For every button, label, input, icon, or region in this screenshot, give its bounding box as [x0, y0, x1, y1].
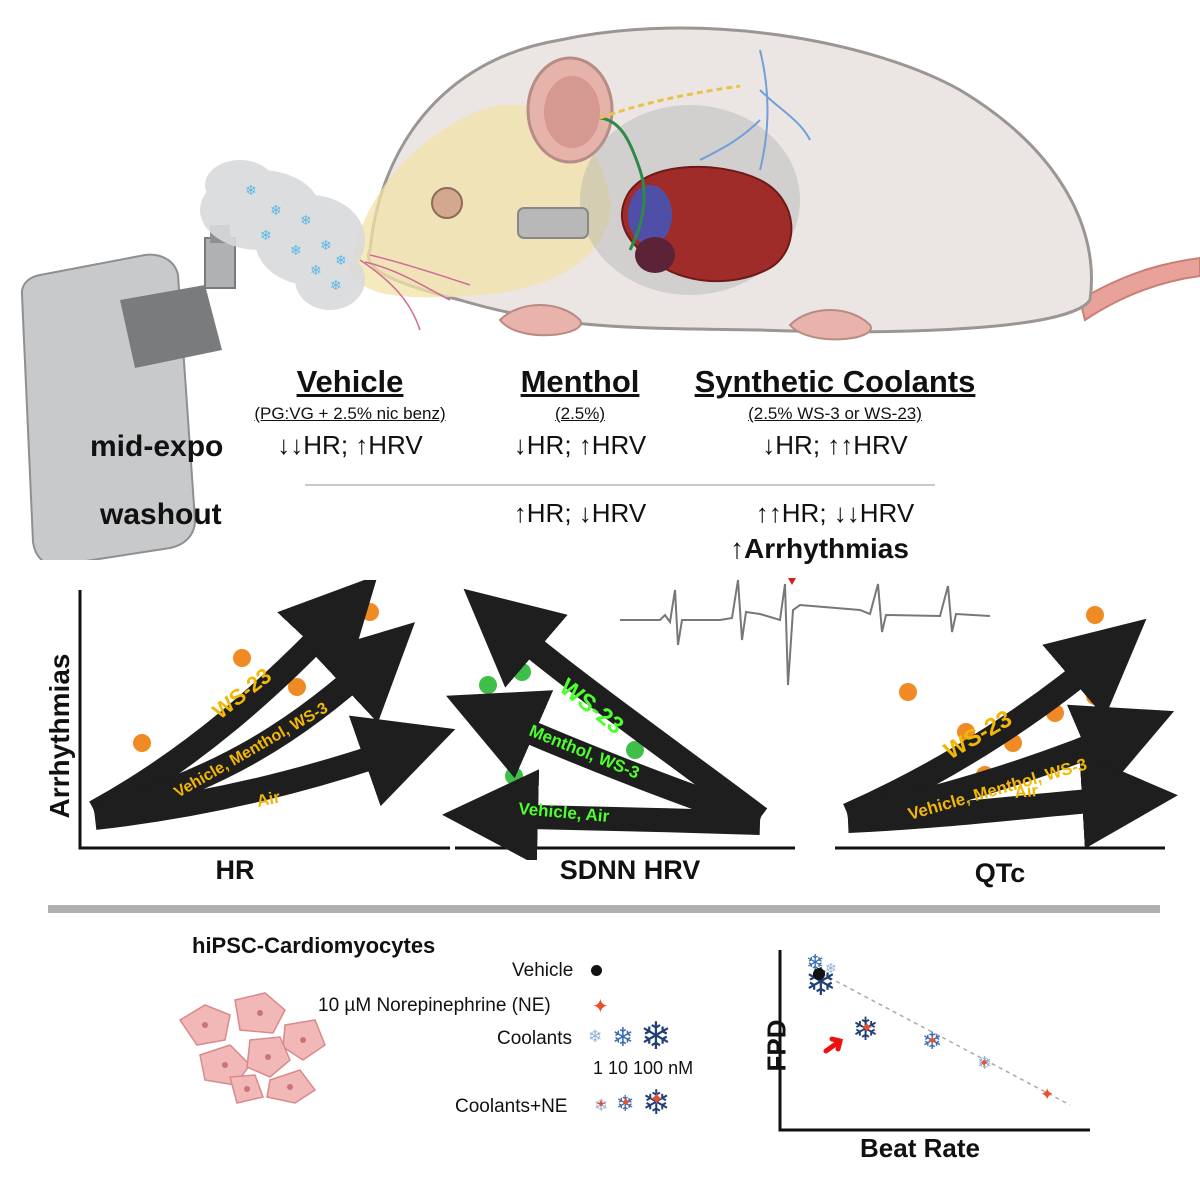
mouse-eye [431, 187, 463, 219]
vehicle-mid-expo: ↓↓HR; ↑HRV [277, 430, 423, 460]
data-point [957, 723, 975, 741]
snowflake-small-icon: ❄ [588, 1027, 603, 1046]
ne-point-icon: ✦ [1040, 1085, 1054, 1105]
hr-plot [89, 580, 456, 830]
svg-text:❄: ❄ [245, 183, 257, 199]
menthol-title: Menthol [520, 364, 640, 399]
data-point [899, 683, 917, 701]
coolant-ne-large-icon: ❄✦ [642, 1084, 671, 1122]
menthol-subtitle: (2.5%) [554, 404, 606, 423]
qtc-plot [843, 606, 1178, 849]
mouse-tail [1078, 256, 1200, 322]
vehicle-subtitle: (PG:VG + 2.5% nic benz) [254, 404, 446, 423]
data-point [288, 678, 306, 696]
arrow-ws23 [843, 618, 1147, 826]
data-point [626, 741, 644, 759]
snowflake-small-icon: ❄ [825, 961, 837, 977]
svg-text:❄: ❄ [290, 243, 302, 259]
svg-text:❄: ❄ [260, 228, 272, 244]
data-point [361, 603, 379, 621]
row-label-washout: washout [100, 498, 222, 531]
hrv-plot [442, 588, 768, 860]
coolant-ne-large-icon: ❄ [852, 1010, 879, 1048]
legend-doses-label: 1 10 100 nM [593, 1058, 694, 1078]
arrow-menthol-ws3 [446, 690, 764, 832]
trend-line [814, 969, 1071, 1106]
vehicle-point [813, 968, 825, 980]
coolant-ne-small-icon: ❄✦ [594, 1096, 609, 1115]
synthetic-coolants-washout: ↑↑HR; ↓↓HRV [755, 498, 915, 528]
qtc-x-label: QTc [974, 858, 1026, 888]
synthetic-coolants-title: Synthetic Coolants [694, 364, 976, 399]
legend-ne-label: 10 µM Norepinephrine (NE) [318, 995, 551, 1016]
cardiomyocytes-illustration [178, 992, 326, 1104]
vape-device [20, 225, 236, 560]
ecg-trace [620, 578, 990, 686]
menthol-mid-expo: ↓HR; ↑HRV [513, 430, 647, 460]
svg-text:❄: ❄ [300, 213, 312, 229]
ecg-marker-icon [788, 578, 796, 585]
data-point [505, 767, 523, 785]
coolant-ne-medium-icon: ❄✦ [616, 1091, 635, 1116]
data-point [1086, 687, 1104, 705]
mouse-vape-illustration: ❄❄❄ ❄❄❄ ❄❄❄ [20, 26, 1200, 560]
svg-text:❄: ❄ [270, 203, 282, 219]
svg-text:✦: ✦ [860, 1018, 873, 1037]
row-label-mid-expo: mid-expo [90, 430, 224, 463]
beat-rate-x-label: Beat Rate [860, 1133, 980, 1163]
vehicle-dot-icon [591, 965, 602, 976]
legend-coolants-label: Coolants [497, 1028, 572, 1049]
hipsc-title: hiPSC-Cardiomyocytes [192, 933, 436, 958]
snowflake-large-icon: ❄ [805, 960, 837, 1004]
hr-label-air: Air [255, 787, 282, 811]
hr-plot-axes [78, 590, 450, 850]
arrow-vehicle-air [442, 769, 761, 860]
table-divider [305, 484, 935, 486]
arrow-ws23 [463, 588, 768, 828]
synthetic-coolants-subtitle: (2.5% WS-3 or WS-23) [748, 404, 922, 423]
snowflake-medium-icon: ❄ [612, 1022, 634, 1052]
data-point [513, 663, 531, 681]
svg-text:❄: ❄ [320, 238, 332, 254]
svg-text:❄: ❄ [310, 263, 322, 279]
svg-text:✦: ✦ [979, 1056, 989, 1070]
menthol-washout: ↑HR; ↓HRV [513, 498, 647, 528]
arrow-air [93, 715, 456, 830]
svg-text:✦: ✦ [927, 1034, 938, 1049]
legend-coolants-ne-label: Coolants+NE [455, 1096, 568, 1117]
data-point [1086, 606, 1104, 624]
hr-x-label: HR [215, 855, 255, 885]
legend-vehicle-label: Vehicle [512, 960, 574, 981]
ne-star-icon: ✦ [592, 996, 609, 1018]
data-point [479, 676, 497, 694]
arrow-air [847, 752, 1178, 849]
coolant-ne-medium-icon: ❄ [922, 1027, 942, 1055]
arrhythmias-note: ↑Arrhythmias [730, 533, 909, 564]
svg-text:❄: ❄ [335, 253, 347, 269]
snowflake-icons: ❄❄❄ ❄❄❄ ❄❄❄ [245, 183, 347, 294]
snowflake-large-icon: ❄ [640, 1016, 672, 1058]
red-arrow-icon [823, 1036, 844, 1054]
svg-text:❄: ❄ [330, 278, 342, 294]
fpd-plot-axes [778, 950, 1090, 1132]
data-point [133, 734, 151, 752]
data-point [233, 649, 251, 667]
section-divider [48, 905, 1160, 913]
synthetic-coolants-mid-expo: ↓HR; ↑↑HRV [762, 430, 908, 460]
hrv-x-label: SDNN HRV [559, 855, 701, 885]
schematic-plots: WS-23 Vehicle, Menthol, WS-3 Air WS-23 M… [78, 580, 1178, 860]
vapor-cloud [200, 160, 365, 310]
qtc-label-air: Air [1014, 781, 1040, 802]
coolant-ne-small-icon: ❄ [977, 1053, 992, 1074]
vehicle-title: Vehicle [296, 364, 404, 399]
fpd-beat-rate-plot: ❄ ❄ ❄ ❄ ✦ ❄ ✦ ❄ ✦ ✦ [778, 950, 1090, 1132]
